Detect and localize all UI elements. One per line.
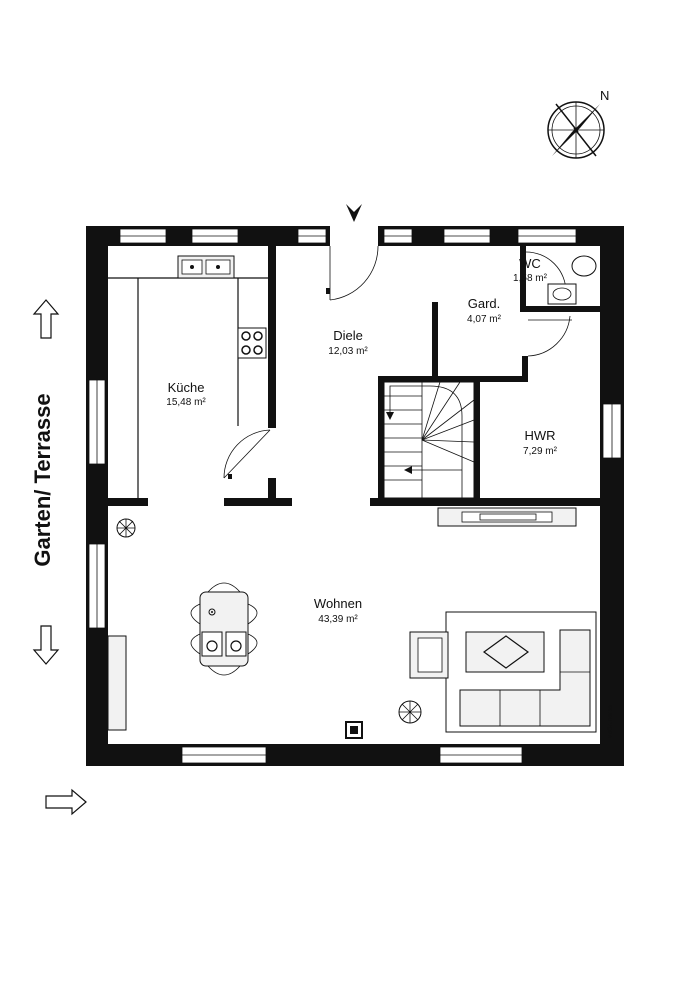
staircase: [383, 381, 475, 499]
room-name-wc: WC: [519, 256, 541, 271]
room-name-kueche: Küche: [168, 380, 205, 395]
windows: [88, 228, 622, 764]
arrow-right-icon: [45, 788, 87, 816]
room-area-wc: 1,58 m²: [513, 273, 548, 284]
interior-walls: [108, 246, 600, 506]
arrow-up-icon: [32, 299, 60, 339]
plant-icon: [398, 700, 422, 724]
room-area-kueche: 15,48 m²: [166, 397, 206, 408]
entrance-arrow-icon: [346, 204, 362, 222]
kitchen-counter: [108, 255, 268, 498]
compass-north-label: N: [600, 88, 609, 103]
room-area-hwr: 7,29 m²: [523, 446, 558, 457]
room-name-gard: Gard.: [468, 296, 501, 311]
sofa-set: [409, 611, 597, 733]
watermark: McGrundriss: [608, 705, 614, 739]
room-area-diele: 12,03 m²: [328, 346, 368, 357]
wc-fixtures: [547, 255, 597, 305]
plant-icon: [116, 518, 136, 538]
room-area-wohnen: 43,39 m²: [318, 614, 358, 625]
garden-label: Garten/ Terrasse: [30, 393, 55, 566]
room-area-gard: 4,07 m²: [467, 314, 502, 325]
compass-icon: N: [547, 88, 609, 159]
room-name-hwr: HWR: [524, 428, 555, 443]
doors: [223, 245, 572, 479]
arrow-down-icon: [32, 625, 60, 665]
tv-bench: [437, 507, 577, 527]
room-name-diele: Diele: [333, 328, 363, 343]
room-name-wohnen: Wohnen: [314, 596, 362, 611]
sideboard: [107, 635, 127, 731]
dining-table: [190, 582, 258, 676]
